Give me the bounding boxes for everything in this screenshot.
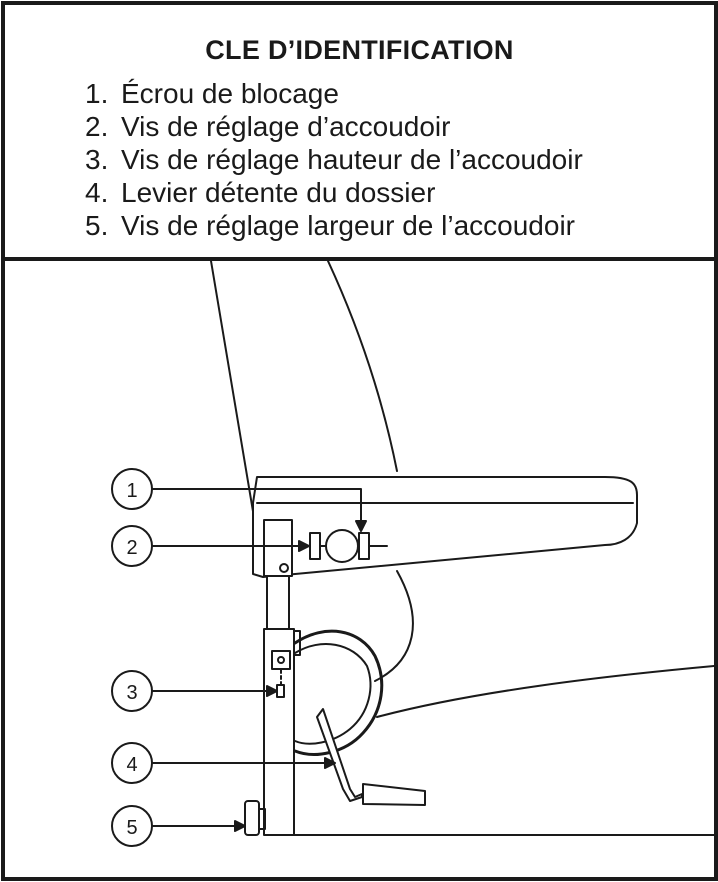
armrest-pad [252,476,638,578]
lock-nut [325,529,359,563]
width-adjust-knob [244,800,260,836]
key-item-label: Vis de réglage hauteur de l’accoudoir [121,144,583,175]
height-adjust-screw-center [277,656,285,664]
key-item-2: 2. Vis de réglage d’accoudoir [85,110,583,143]
support-tube [266,575,290,632]
key-item-4: 4. Levier détente du dossier [85,176,583,209]
armrest-bracket [263,519,293,577]
callout-5-label: 5 [126,817,137,839]
key-item-3: 3. Vis de réglage hauteur de l’accoudoir [85,143,583,176]
seat-back-curve [327,260,398,472]
key-item-number: 3. [85,144,109,175]
key-item-number: 2. [85,111,109,142]
armrest-drawing: 1 2 3 4 [111,260,715,847]
callout-5: 5 [111,805,246,847]
key-item-label: Levier détente du dossier [121,177,436,208]
bracket-screw [279,563,289,573]
callout-3: 3 [111,670,278,712]
armrest-illustration: 1 2 3 4 [5,260,715,877]
lock-nut-washer [358,532,370,560]
callout-2: 2 [111,525,310,567]
key-item-1: 1. Écrou de blocage [85,77,583,110]
key-item-5: 5. Vis de réglage largeur de l’accoudoir [85,209,583,242]
seat-cushion-curve [374,570,414,682]
callout-3-label: 3 [126,682,137,704]
seat-side-line [376,665,715,718]
callout-4: 4 [111,742,336,784]
identification-key: CLE D’IDENTIFICATION 1. Écrou de blocage … [5,5,714,261]
key-item-label: Vis de réglage largeur de l’accoudoir [121,210,575,241]
callout-4-label: 4 [126,754,137,776]
key-item-label: Vis de réglage d’accoudoir [121,111,451,142]
callout-2-label: 2 [126,537,137,559]
callout-1: 1 [111,468,367,532]
key-item-number: 5. [85,210,109,241]
key-list: 1. Écrou de blocage 2. Vis de réglage d’ac… [85,77,583,242]
key-item-number: 4. [85,177,109,208]
key-item-number: 1. [85,78,109,109]
lever-grip [362,783,426,806]
callout-1-label: 1 [126,480,137,502]
lever-ring-inner [294,643,372,745]
width-adjust-knob-collar [258,808,266,830]
key-title: CLE D’IDENTIFICATION [205,35,514,65]
key-item-label: Écrou de blocage [121,78,339,109]
